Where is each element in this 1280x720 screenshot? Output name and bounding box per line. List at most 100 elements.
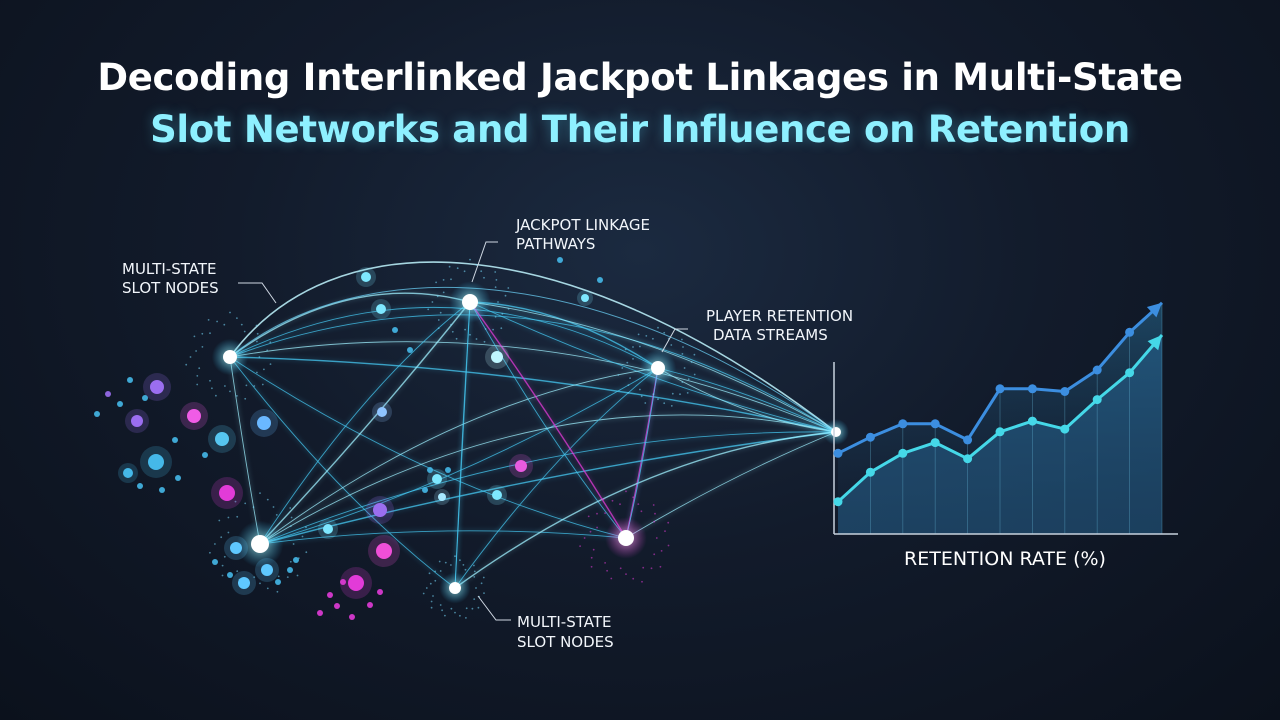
hub-node [449,582,461,594]
leader-slot-nodes-bottom [477,595,511,621]
link-path [229,307,659,369]
halo-dot [473,570,476,573]
halo-dot [269,363,272,365]
halo-dot [639,388,641,391]
halo-dot [625,490,627,493]
halo-dot [455,337,458,340]
halo-dot [434,570,437,573]
halo-dot [189,356,192,358]
halo-dot [463,270,466,273]
series-2-point [833,497,843,507]
halo-dot [450,564,452,566]
halo-dot [664,530,666,532]
halo-dot [627,384,630,386]
halo-dot [642,566,645,569]
halo-dot [290,516,293,519]
halo-dot [637,503,640,505]
slot-node [348,575,364,591]
halo-dot [473,576,476,578]
halo-dot [198,367,201,370]
halo-dot [261,383,264,386]
link-path [229,292,471,358]
halo-dot [253,385,256,387]
halo-dot [459,559,461,562]
halo-dot [477,606,480,609]
halo-dot [305,551,308,554]
halo-dot [670,405,673,407]
halo-dot [619,503,621,506]
halo-dot [465,617,467,619]
cluster-dot [334,603,340,609]
halo-dot [639,345,641,348]
halo-dot [604,512,606,514]
halo-dot [480,270,483,273]
cluster-dot [597,277,603,283]
series-1-point [833,448,843,458]
chart-series [833,301,1164,507]
halo-dot [289,507,292,509]
halo-dot [650,567,653,570]
cluster-dot [407,347,413,353]
cluster-dot [287,567,293,573]
halo-dot [621,367,624,369]
link-path [469,301,837,433]
retention-chart: RETENTION RATE (%) [833,301,1178,570]
halo-dot [454,611,456,614]
halo-dot [439,570,442,572]
halo-dot [483,340,486,343]
slot-node [148,454,164,470]
halo-dot [236,395,238,397]
leader-player-retention [661,328,688,353]
cluster-dot [557,257,563,263]
halo-dot [690,361,693,363]
halo-dot [201,332,204,335]
halo-dot [590,556,593,559]
halo-dot [462,564,465,566]
halo-dot [193,335,196,338]
halo-dot [624,348,627,351]
cluster-dot [172,437,178,443]
series-1-point [963,435,973,445]
slot-node [261,564,273,576]
halo-dot [611,499,614,502]
cluster-dot [377,589,383,595]
link-path [454,367,659,589]
slot-node [238,577,250,589]
cluster-dot [349,614,355,620]
slot-node [257,416,271,430]
series-2-point [963,454,973,464]
halo-dot [442,291,445,294]
halo-dot [632,346,634,348]
halo-dot [245,384,248,387]
halo-dot [655,537,658,539]
halo-dot [450,323,452,326]
halo-dot [480,582,483,585]
halo-dot [652,393,655,396]
label-slot-nodes-top-2: SLOT NODES [122,279,219,297]
halo-dot [465,607,468,610]
slot-node [323,524,333,534]
halo-dot [272,506,275,508]
halo-dot [266,498,269,501]
halo-dot [243,330,246,333]
slot-node [491,351,503,363]
halo-dot [263,368,265,371]
cluster-dot [159,487,165,493]
cluster-dot [127,377,133,383]
series-2-point [995,427,1005,437]
halo-dot [223,323,226,326]
halo-dot [431,301,434,303]
title-line-1: Decoding Interlinked Jackpot Linkages in… [97,56,1183,99]
slot-nodes [94,257,849,620]
halo-dot [693,373,696,376]
cluster-dot [212,559,218,565]
halo-dot [667,544,670,547]
link-path [259,367,659,545]
halo-dot [619,567,622,570]
halo-dot [234,500,237,503]
halo-dot [256,340,258,343]
link-path [259,431,837,545]
halo-dot [437,319,440,321]
halo-dot [644,402,647,404]
cluster-dot [445,467,451,473]
